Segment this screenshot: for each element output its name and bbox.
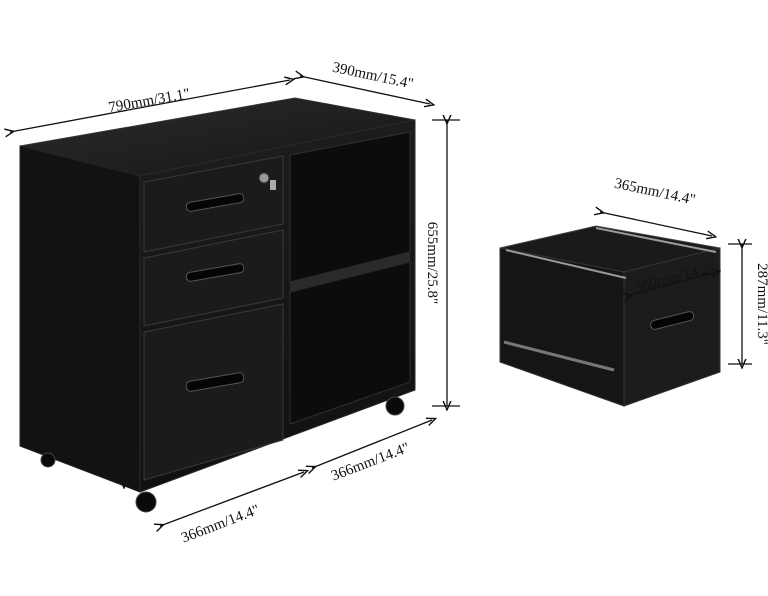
key-icon [270, 180, 276, 190]
hanging-rail [505, 249, 627, 279]
drawer3-height-label: 287mm/11.3" [29, 399, 111, 415]
drawer-3-front [143, 303, 284, 481]
caster-wheel-icon [135, 491, 157, 513]
drawer-slide-rail [503, 340, 615, 372]
drawer-length-label: 365mm/14.4" [613, 176, 697, 209]
drawer-height-label: 287mm/11.3" [754, 263, 768, 345]
front-left-width-label: 366mm/14.4" [179, 502, 262, 546]
middle-shelf [290, 252, 410, 292]
width-label: 790mm/31.1" [107, 86, 191, 116]
drawer-3-handle [185, 372, 245, 392]
drawer-1-handle [185, 193, 245, 212]
drawer-side [499, 247, 625, 407]
front-right-dimension-line [312, 420, 432, 468]
height-label: 655mm/25.8" [424, 222, 440, 304]
cabinet-illustration [19, 97, 416, 513]
drawer-2-handle [185, 263, 245, 282]
drawer-length-dimension-line [600, 212, 712, 236]
front-left-dimension-line [160, 472, 304, 526]
caster-wheel-icon [40, 452, 56, 468]
dimension-lines [10, 76, 752, 526]
width-dimension-line [10, 80, 290, 132]
lock-icon [258, 172, 270, 184]
front-right-width-label: 366mm/14.4" [329, 440, 412, 484]
drawer-width-dimension-line [628, 272, 716, 296]
drawer2-height-label: 135mm/5.3" [29, 289, 104, 305]
caster-wheel-icon [385, 396, 405, 416]
drawer1-height-label: 135mm/5.3" [29, 216, 104, 232]
drawer-2-front [143, 229, 284, 327]
drawer-illustration [499, 225, 721, 407]
cabinet-left-side [19, 145, 141, 493]
depth-label: 390mm/15.4" [331, 60, 415, 93]
drawer-handle [650, 311, 695, 330]
depth-dimension-line [300, 76, 430, 104]
